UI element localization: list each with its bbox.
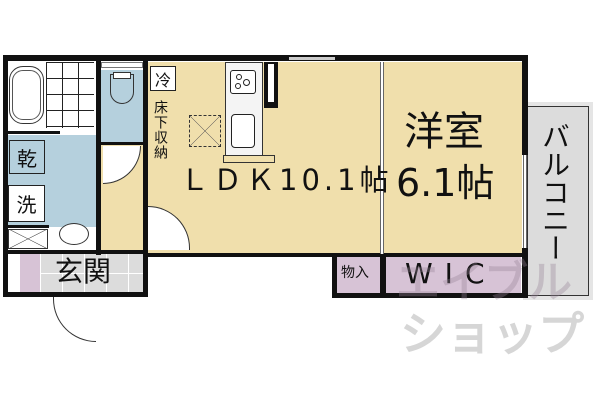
washbasin-icon — [59, 223, 89, 245]
shoe-closet — [20, 254, 40, 292]
entrance-door-swing — [53, 296, 96, 342]
wall-right-lower — [522, 248, 528, 298]
wall-bottom-closets — [332, 293, 528, 298]
western-room-name: 洋室 — [404, 109, 484, 155]
window-balcony — [523, 155, 527, 248]
underfloor-storage-label: 床下収納 — [152, 100, 168, 160]
bathtub-inner — [12, 70, 41, 120]
wall-right — [522, 55, 528, 155]
underfloor-hatch-icon — [189, 115, 221, 147]
dryer-label: 乾 — [9, 140, 45, 174]
toilet-shelf — [101, 62, 143, 68]
sliding-partition — [380, 62, 384, 254]
wall-top — [3, 55, 528, 61]
wic-floor — [386, 256, 521, 294]
wall-left — [3, 55, 8, 295]
wall-entrance-top — [3, 250, 148, 254]
wall-entrance-bottom — [3, 292, 148, 297]
wall-storage-wic — [380, 253, 386, 298]
wall-toilet-bottom — [101, 142, 143, 145]
western-room-floor — [384, 62, 522, 254]
ldk-name: ＬＤＫ — [180, 163, 280, 197]
kitchen-counter-return — [223, 155, 275, 163]
storage-x-icon — [8, 229, 48, 249]
wall-toilet-ldk — [143, 55, 148, 295]
ldk-size: 10.1帖 — [279, 163, 393, 197]
wall-washroom-bottom — [3, 225, 49, 228]
fridge-label: 冷 — [150, 66, 176, 91]
stove-icon — [230, 70, 256, 94]
balcony-floor — [523, 102, 593, 300]
toilet-tank — [113, 72, 131, 79]
washer-label: 洗 — [8, 185, 45, 222]
entrance-floor — [40, 253, 144, 293]
storage-floor — [337, 256, 380, 294]
watermark-line1: エイブル — [396, 257, 572, 308]
wic-label: WIC — [405, 257, 497, 290]
entrance-label: 玄関 — [55, 255, 112, 288]
ldk-label: ＬＤＫ10.1帖 — [180, 166, 393, 195]
kitchen-partition-inner — [268, 64, 274, 102]
wall-bath-bottom — [8, 131, 60, 134]
western-room-size: 6.1帖 — [396, 161, 495, 205]
wall-storage-left — [332, 253, 337, 298]
bathroom-tiles — [46, 62, 94, 128]
storage-label: 物入 — [341, 265, 369, 281]
window-top — [289, 57, 335, 60]
sink-icon — [231, 114, 255, 148]
wall-bath-toilet — [96, 55, 101, 255]
watermark-line2: ショップ — [400, 307, 584, 361]
balcony-label: バルコニー — [538, 122, 571, 262]
